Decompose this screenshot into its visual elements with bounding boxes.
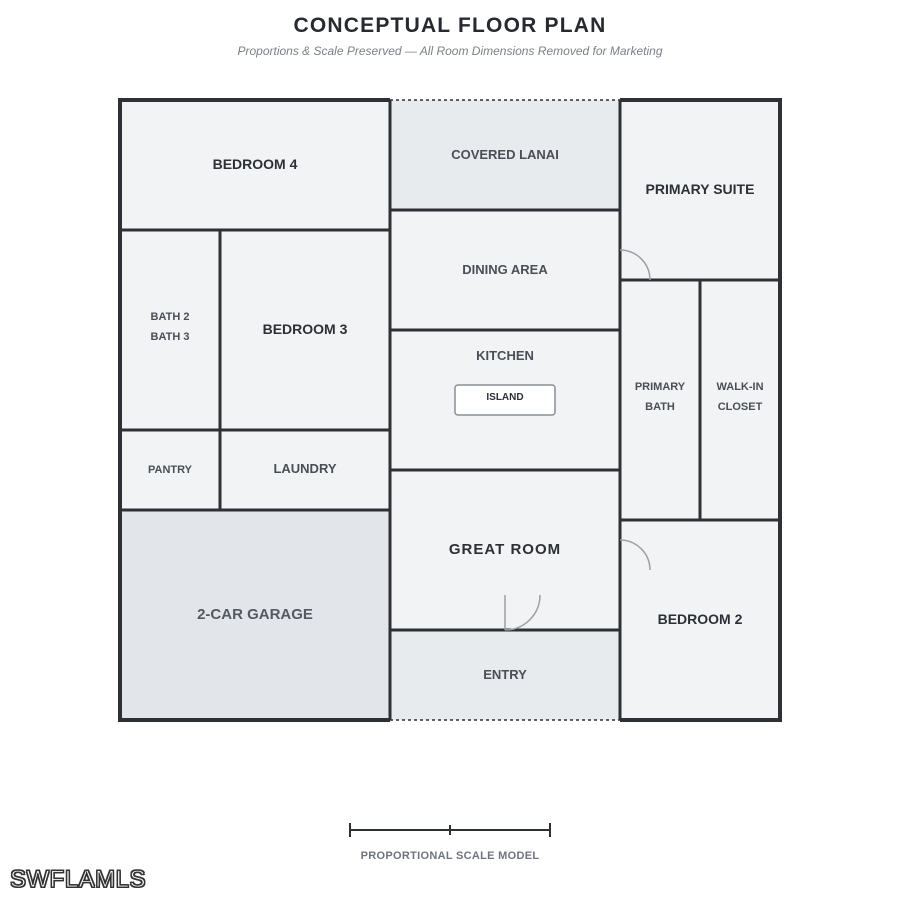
room-laundry [220,430,390,510]
label-dining-area: DINING AREA [462,262,548,277]
label-bedroom-4: BEDROOM 4 [213,156,298,172]
room-bedroom-2 [620,520,780,720]
label-bath-3: BATH 3 [151,331,190,343]
label-bath-2: BATH 2 [151,311,190,323]
door-primary-suite [619,249,651,281]
label-kitchen: KITCHEN [476,348,534,363]
room-bedroom-4 [120,100,390,230]
room-garage [120,510,390,720]
door-bedroom-2 [619,539,651,571]
label-entry: ENTRY [483,667,527,682]
label-walk-in-2: CLOSET [718,401,763,413]
page-subtitle: Proportions & Scale Preserved — All Room… [237,44,663,58]
label-primary-suite: PRIMARY SUITE [646,181,755,197]
label-great-room: GREAT ROOM [449,541,561,558]
label-pantry: PANTRY [148,464,193,476]
scale-label: PROPORTIONAL SCALE MODEL [360,850,540,862]
room-entry [390,630,620,720]
interior-walls [120,100,780,720]
label-primary-bath-2: BATH [645,401,675,413]
label-covered-lanai: COVERED LANAI [451,147,559,162]
kitchen-island [454,384,556,416]
label-laundry: LAUNDRY [273,461,336,476]
label-primary-bath-1: PRIMARY [635,381,686,393]
room-primary-suite [620,100,780,280]
label-bedroom-2: BEDROOM 2 [658,611,743,627]
door-entry-swing [504,594,541,631]
room-bath-2-3 [120,230,220,430]
room-covered-lanai [390,100,620,210]
page-title: CONCEPTUAL FLOOR PLAN [293,14,607,37]
label-bedroom-3: BEDROOM 3 [263,321,348,337]
exterior-walls [118,98,782,722]
door-swings [504,249,651,631]
room-pantry [120,430,220,510]
label-island: ISLAND [486,392,523,403]
room-dining-area [390,210,620,330]
room-primary-bath [620,280,700,520]
watermark: SWFLAMLS [9,866,147,894]
scale-bar [349,823,551,837]
room-bedroom-3 [220,230,390,430]
room-walk-in-closet [700,280,780,520]
label-garage: 2-CAR GARAGE [197,606,313,623]
label-walk-in-1: WALK-IN [716,381,763,393]
open-edges [390,99,620,721]
